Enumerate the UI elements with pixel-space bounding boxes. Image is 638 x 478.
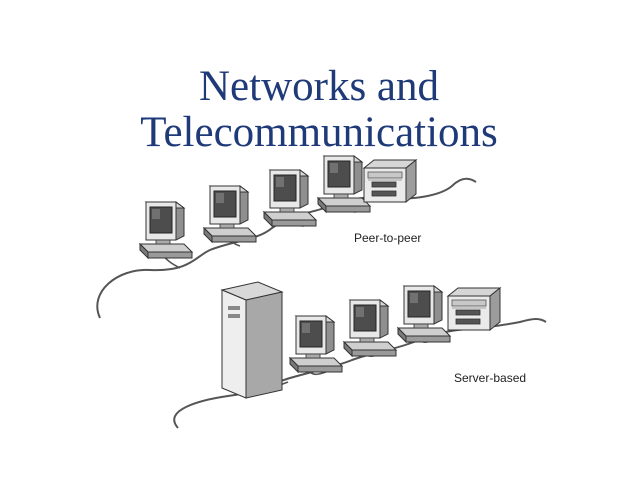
peer-computer-2 <box>203 185 257 243</box>
server-client-2 <box>343 299 397 357</box>
title-line-2: Telecommunications <box>140 109 498 156</box>
title-line-1: Networks and <box>198 63 440 110</box>
peer-computer-4 <box>317 155 371 213</box>
peer-to-peer-label: Peer-to-peer <box>354 231 421 245</box>
server-printer <box>447 287 501 331</box>
server-client-1 <box>289 315 343 373</box>
peer-printer <box>363 159 417 203</box>
server-based-label: Server-based <box>454 371 526 385</box>
server-tower <box>220 281 284 399</box>
server-client-3 <box>397 285 451 343</box>
peer-computer-1 <box>139 201 193 259</box>
peer-computer-3 <box>263 169 317 227</box>
slide-title: Networks and Telecommunications <box>0 64 638 156</box>
